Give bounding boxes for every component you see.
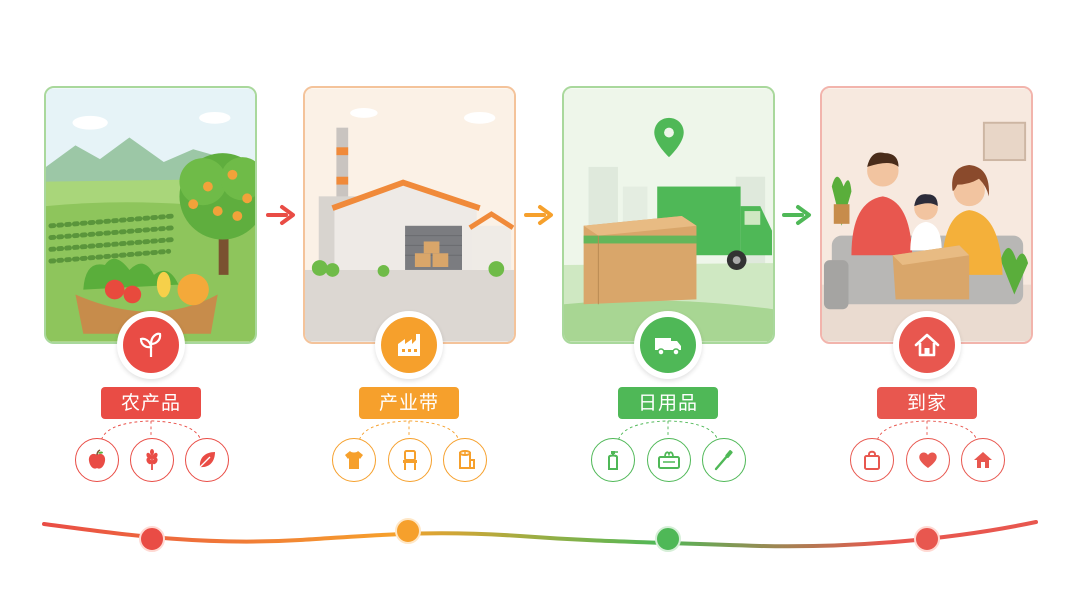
soap-bottle-icon [608, 451, 618, 470]
farm-scene-card [44, 86, 257, 344]
stage-connector [358, 420, 460, 446]
farm-badge [117, 311, 185, 379]
delivery-illustration [564, 88, 773, 342]
timeline-node-3 [655, 526, 681, 552]
farm-illustration [46, 88, 255, 342]
house-sub-icon [961, 438, 1005, 482]
apple-icon [88, 449, 106, 469]
sprout-icon [139, 332, 162, 357]
delivery-scene-card [562, 86, 775, 344]
flow-arrow-3 [782, 205, 811, 225]
progress-timeline [42, 518, 1038, 552]
toothbrush-sub-icon [702, 438, 746, 482]
home-scene-card [820, 86, 1033, 344]
stage-label-daily: 日用品 [618, 387, 718, 419]
factory-scene-card [303, 86, 516, 344]
factory-badge [375, 311, 443, 379]
wheat-sub-icon [130, 438, 174, 482]
tshirt-sub-icon [332, 438, 376, 482]
family-home-illustration [822, 88, 1031, 342]
delivery-badge [634, 311, 702, 379]
toilet-roll-icon [459, 450, 475, 469]
chair-sub-icon [388, 438, 432, 482]
home-icon [914, 333, 940, 357]
stage-connector [617, 420, 719, 446]
stage-label-agri: 农产品 [101, 387, 201, 419]
shopping-bag-icon [864, 450, 880, 470]
factory-illustration [305, 88, 514, 342]
house-icon [974, 452, 992, 468]
flow-arrow-2 [524, 205, 553, 225]
flow-arrow-1 [266, 205, 295, 225]
stage-connector [100, 420, 202, 446]
apple-sub-icon [75, 438, 119, 482]
heart-icon [919, 452, 937, 468]
leaf-sub-icon [185, 438, 229, 482]
toothbrush-icon [714, 450, 733, 471]
stage-label-industry: 产业带 [359, 387, 459, 419]
timeline-node-1 [139, 526, 165, 552]
stage-connector [876, 420, 978, 446]
timeline-node-4 [914, 526, 940, 552]
soap-bottle-sub-icon [591, 438, 635, 482]
tshirt-icon [345, 451, 363, 469]
factory-icon [398, 334, 420, 356]
home-badge [893, 311, 961, 379]
timeline-curve [42, 520, 1038, 549]
delivery-truck-icon [655, 338, 681, 356]
shopping-bag-sub-icon [850, 438, 894, 482]
timeline-node-2 [395, 518, 421, 544]
tissue-box-sub-icon [647, 438, 691, 482]
leaf-icon [199, 452, 215, 468]
wheat-icon [146, 449, 158, 470]
toilet-roll-sub-icon [443, 438, 487, 482]
tissue-box-icon [658, 451, 680, 469]
heart-sub-icon [906, 438, 950, 482]
chair-icon [403, 450, 417, 470]
stage-label-home: 到家 [877, 387, 977, 419]
